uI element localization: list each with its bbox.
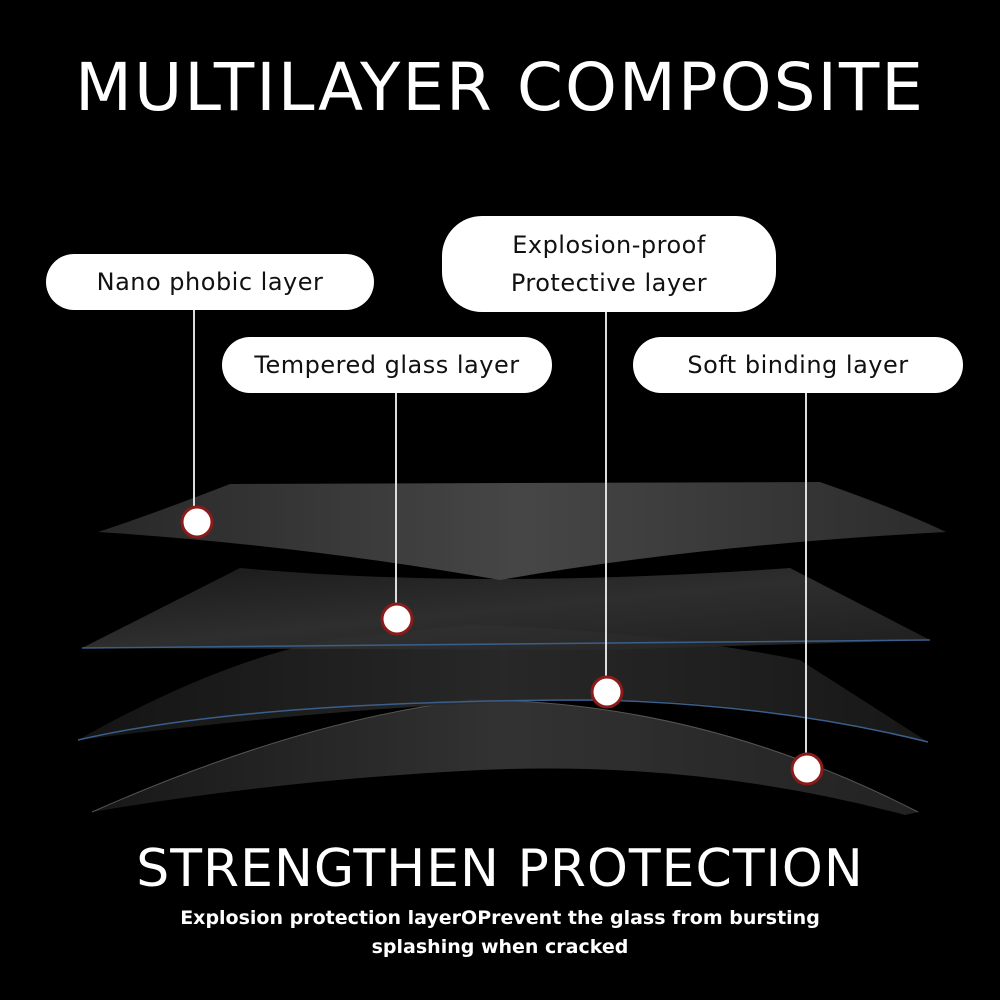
headline: STRENGTHEN PROTECTION xyxy=(136,839,864,899)
nano-phobic-callout: Nano phobic layer xyxy=(46,254,374,310)
soft-marker xyxy=(790,752,824,786)
tempered-glass-label: Tempered glass layer xyxy=(254,351,520,379)
explosion-proof-callout: Explosion-proof Protective layer xyxy=(442,216,776,312)
nano-phobic-layer-sheet xyxy=(98,482,946,580)
description-line-2: splashing when cracked xyxy=(371,936,629,958)
tempered-glass-layer-sheet xyxy=(82,568,930,650)
soft-binding-layer-sheet xyxy=(92,700,918,815)
explosion-proof-label-line2: Protective layer xyxy=(510,269,708,297)
tempered-marker xyxy=(380,602,414,636)
tempered-glass-callout: Tempered glass layer xyxy=(222,337,552,393)
nano-phobic-label: Nano phobic layer xyxy=(96,268,324,296)
explosion-proof-layer-sheet xyxy=(78,625,928,742)
explosion-proof-label-line1: Explosion-proof xyxy=(512,231,706,259)
soft-binding-label: Soft binding layer xyxy=(687,351,909,379)
description-line-1: Explosion protection layerOPrevent the g… xyxy=(180,907,820,929)
page-title: MULTILAYER COMPOSITE xyxy=(75,49,925,126)
soft-binding-callout: Soft binding layer xyxy=(633,337,963,393)
explosion-marker xyxy=(590,675,624,709)
nano-marker xyxy=(180,505,214,539)
